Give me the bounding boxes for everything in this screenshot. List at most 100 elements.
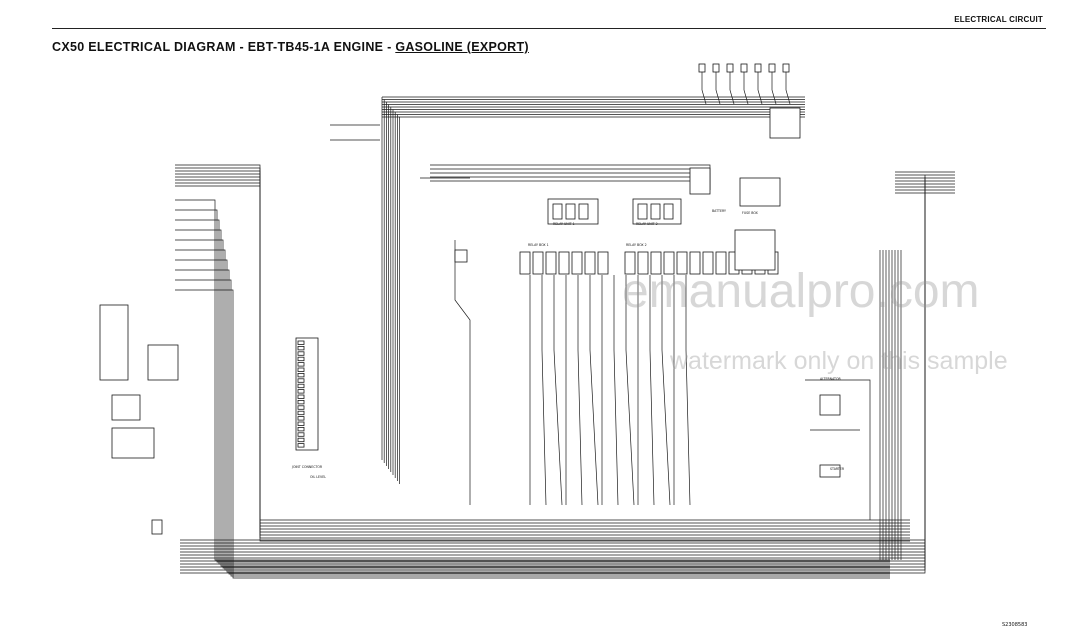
wire [180, 197, 926, 574]
switch-block [111, 394, 141, 421]
starter-label: STARTER [830, 467, 845, 471]
connector-pin [297, 367, 305, 372]
wire-harness [175, 72, 955, 579]
connector-pin [297, 372, 305, 378]
wire [430, 172, 711, 190]
oil-level-label: OIL LEVEL [310, 475, 326, 479]
connector-pin [297, 421, 305, 426]
connector-pin [297, 389, 305, 394]
connector-pin [297, 351, 305, 356]
fuse-box [739, 177, 781, 207]
connector-label: JOINT CONNECTOR [291, 465, 323, 469]
connector-pin [297, 340, 305, 345]
connector-wire [743, 72, 749, 105]
relay-socket [637, 203, 648, 220]
connector-pin [768, 63, 776, 73]
connector-pin [754, 63, 762, 73]
relay-unit-1-label: RELAY UNIT 1 [553, 222, 575, 226]
wire [613, 275, 619, 506]
wire [661, 275, 671, 506]
connector-pin [297, 426, 305, 432]
switch-block [147, 344, 179, 381]
connector-pin [297, 443, 305, 448]
relay [650, 251, 662, 275]
wire [175, 269, 890, 575]
connector-block [151, 519, 163, 535]
connector-wire [715, 72, 721, 105]
connector-block [769, 107, 801, 139]
wire [805, 379, 871, 520]
connector-pin [782, 63, 790, 73]
relay-unit-2-label: RELAY UNIT 2 [636, 222, 658, 226]
connector-wire [785, 72, 791, 105]
fuse-box-label: FUSE BOX [742, 211, 759, 215]
wire [175, 229, 890, 567]
wire [625, 275, 635, 506]
relay-socket [552, 203, 563, 220]
connector-pin [740, 63, 748, 73]
connector-block [689, 167, 711, 195]
components [99, 63, 841, 535]
wire [175, 289, 890, 579]
watermark-sub: watermark only on this sample [670, 347, 1008, 375]
connector-pin [297, 410, 305, 416]
connector-wire [729, 72, 735, 105]
connector-block [454, 249, 468, 263]
figure-number: S2308583 [1002, 622, 1028, 628]
relay [689, 251, 701, 275]
connector-pin [297, 345, 305, 351]
relay [702, 251, 714, 275]
relay [558, 251, 570, 275]
relay [519, 251, 531, 275]
connector-wire [757, 72, 763, 105]
wire [589, 275, 599, 506]
connector-wire [771, 72, 777, 105]
connector-pin [297, 356, 305, 362]
header-rule [52, 28, 1046, 29]
connector-pin [297, 405, 305, 410]
wire [175, 259, 890, 573]
wire [430, 176, 711, 190]
connector-pin [297, 399, 305, 405]
relay-socket [578, 203, 589, 220]
wire [175, 185, 910, 542]
section-label: ELECTRICAL CIRCUIT [954, 15, 1043, 24]
watermark-main: emanualpro.com [622, 265, 980, 318]
wire [430, 168, 711, 190]
relay [584, 251, 596, 275]
connector-pin [297, 394, 305, 399]
wire [454, 240, 471, 505]
relay [532, 251, 544, 275]
fuse-relay-block [734, 229, 776, 271]
relay [663, 251, 675, 275]
connector-pin [297, 362, 305, 367]
connector-pin [698, 63, 706, 73]
wire [541, 275, 547, 506]
alternator-block [819, 394, 841, 416]
connector-wire [701, 72, 707, 105]
relay [545, 251, 557, 275]
alternator-label: ALTERNATOR [820, 377, 841, 381]
starter-block [819, 464, 841, 478]
relay-socket [565, 203, 576, 220]
battery-label: BATTERY [712, 209, 726, 213]
title-underlined: GASOLINE (EXPORT) [395, 40, 529, 54]
wire [649, 275, 655, 506]
wire [175, 164, 910, 521]
connector-pin [726, 63, 734, 73]
wire [430, 180, 711, 190]
wire [175, 279, 890, 577]
relay-box-b-label: RELAY BOX 2 [626, 243, 647, 247]
wire [577, 275, 583, 506]
relay [637, 251, 649, 275]
connector-pin [297, 383, 305, 389]
wire [685, 275, 691, 506]
component-labels: RELAY BOX 1 RELAY BOX 2 FUSE BOX BATTERY… [291, 209, 845, 479]
title-main: CX50 ELECTRICAL DIAGRAM - EBT-TB45-1A EN… [52, 40, 396, 54]
page-title: CX50 ELECTRICAL DIAGRAM - EBT-TB45-1A EN… [52, 40, 529, 54]
connector-pin [297, 416, 305, 421]
switch-block [111, 427, 155, 459]
relay [715, 251, 727, 275]
relay [624, 251, 636, 275]
